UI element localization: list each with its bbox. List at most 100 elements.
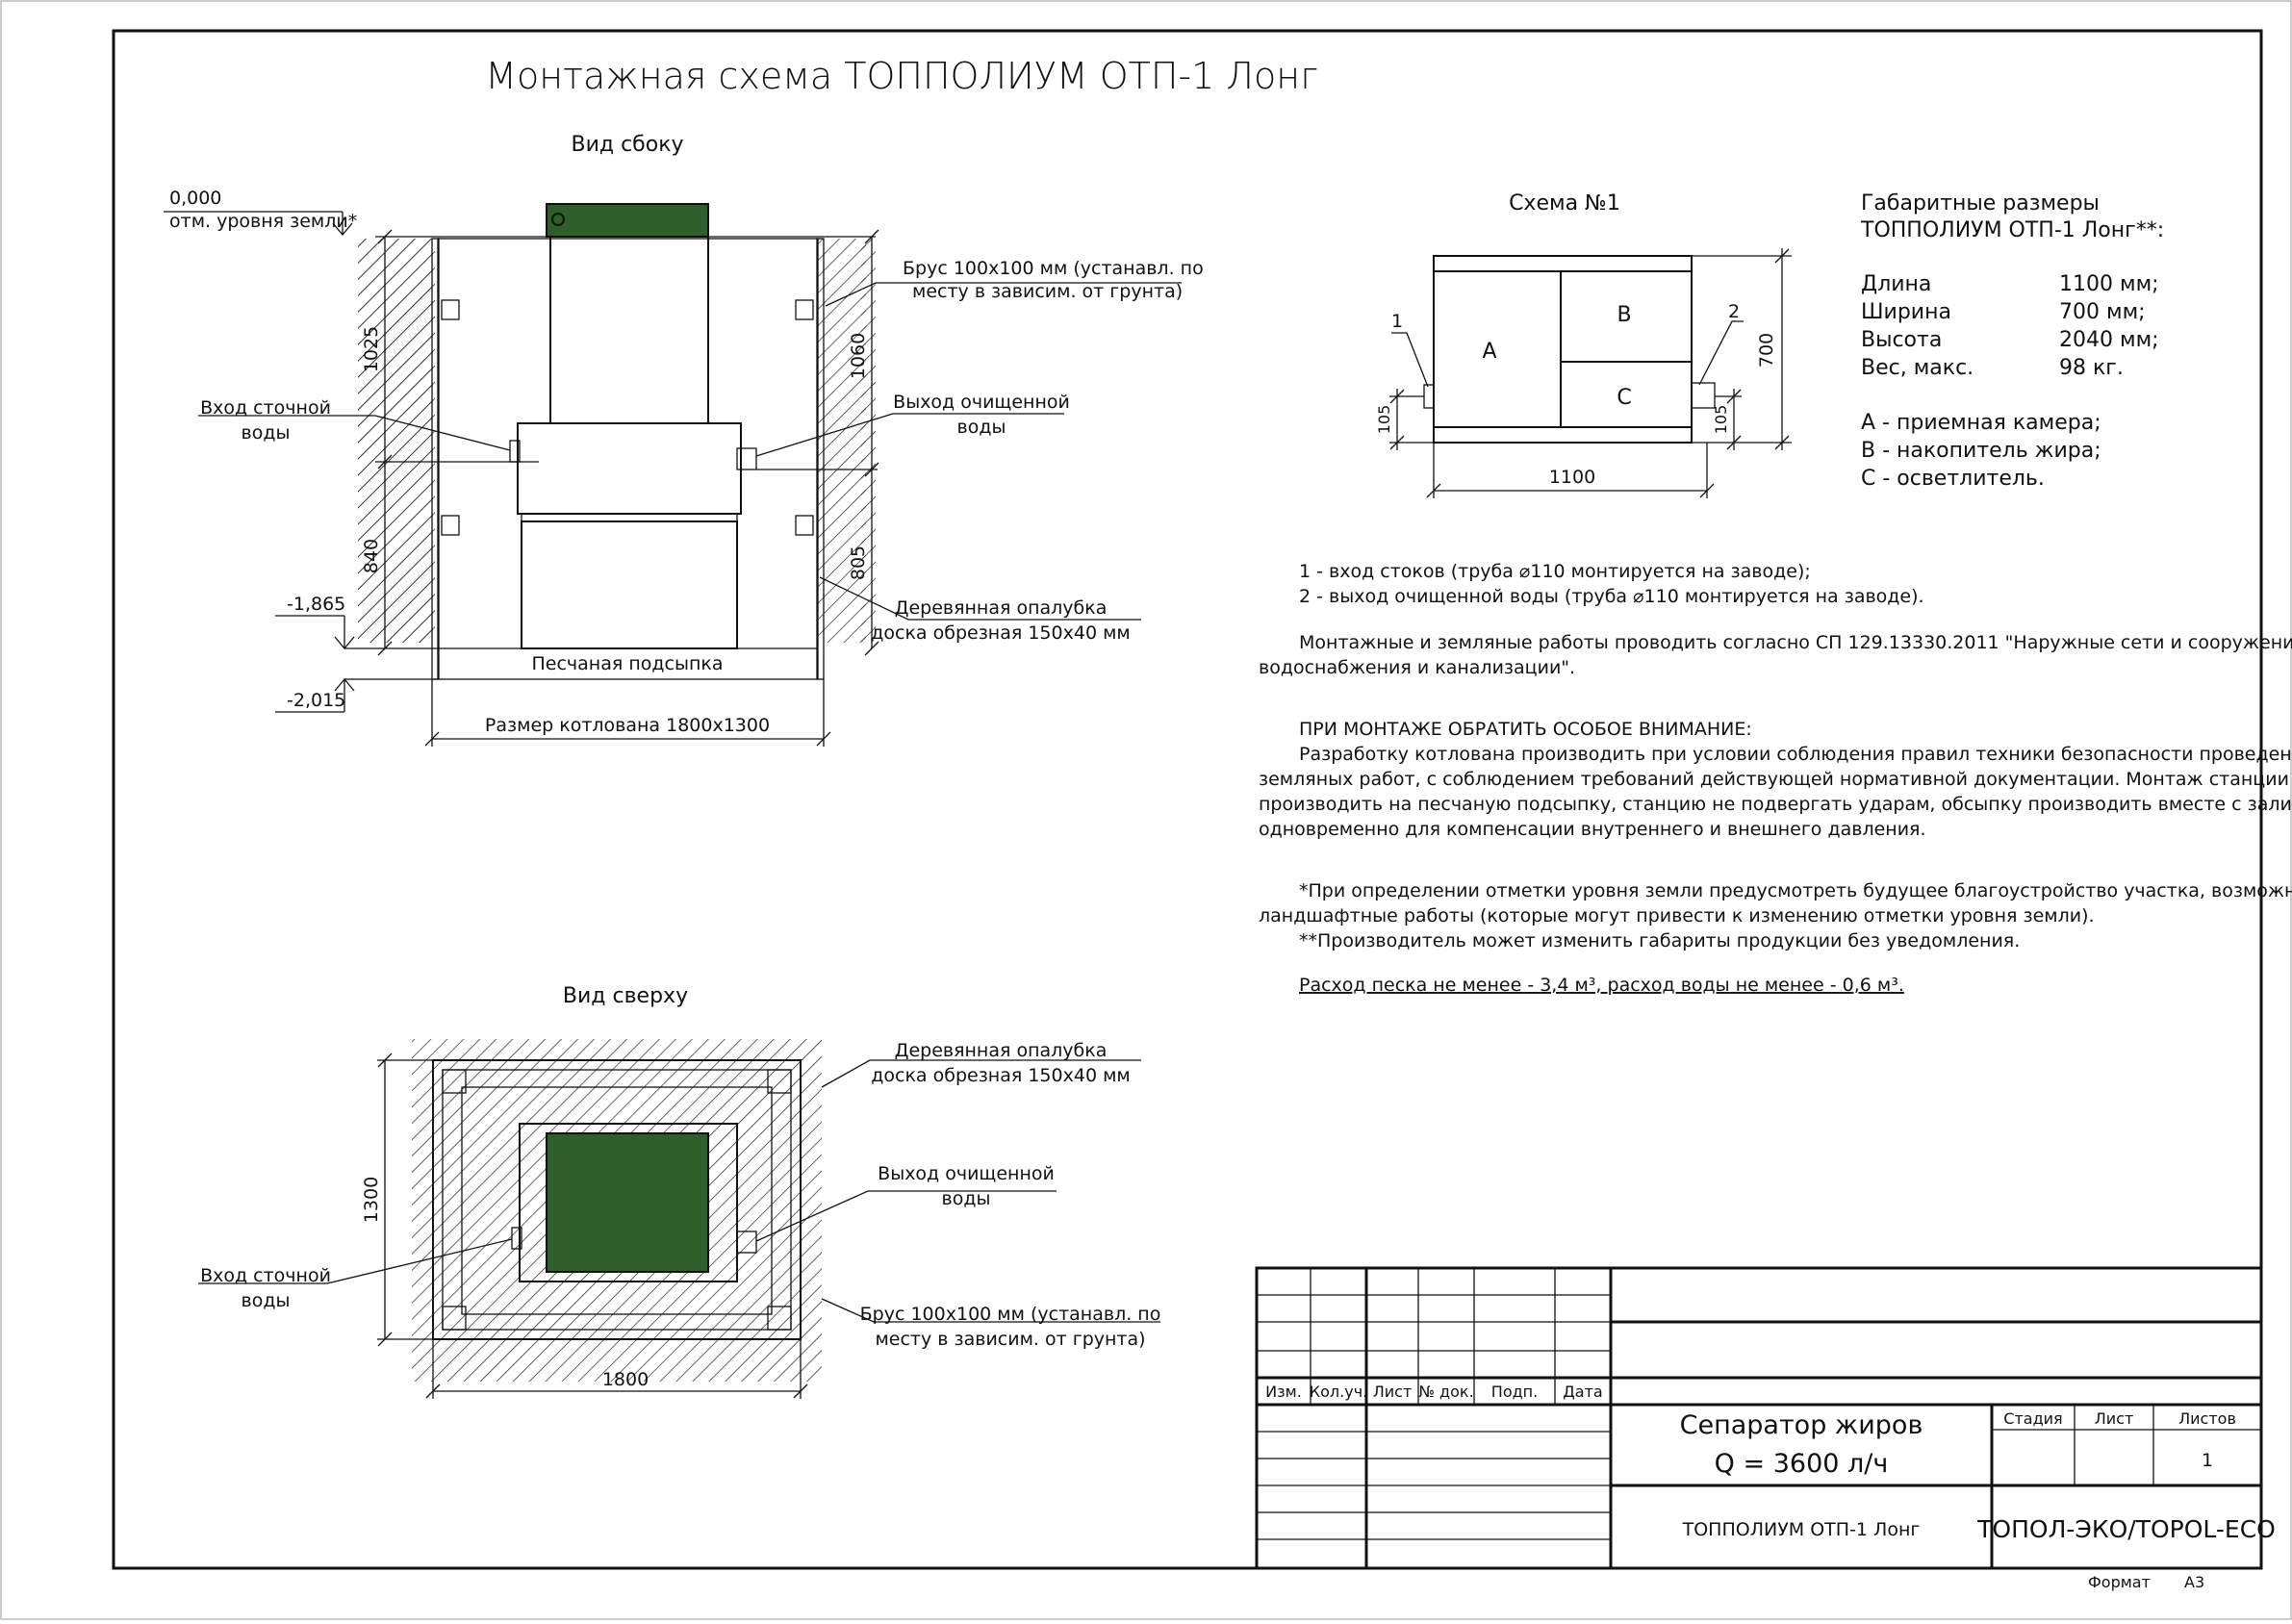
- beam-1: [441, 299, 460, 320]
- station-lid: [546, 203, 709, 238]
- attention-line-3: производить на песчаную подсыпку, станци…: [1259, 794, 2292, 815]
- footnote-1a: *При определении отметки уровня земли пр…: [1299, 880, 2292, 901]
- top-view: Вид сверху 1300 1800 Деревянная опалубка…: [198, 984, 1160, 1399]
- formwork-right: [816, 238, 825, 680]
- dim-row-label: Длина: [1861, 272, 1931, 296]
- side-view: Вид сбоку 0,000: [164, 133, 1204, 747]
- top-inlet-pipe: [511, 1227, 522, 1250]
- dim-row-value: 2040 мм;: [2059, 328, 2159, 352]
- scheme-tank: [1433, 255, 1693, 444]
- beam-label-2: месту в зависим. от грунта): [912, 281, 1183, 302]
- station-neck: [549, 234, 709, 424]
- outlet-label-1: Выход очищенной: [893, 392, 1070, 413]
- legend-c: C - осветлитель.: [1861, 467, 2045, 491]
- top-beam-label-2: месту в зависим. от грунта): [875, 1329, 1145, 1350]
- ground-level-value: 0,000: [169, 188, 221, 209]
- top-dim-height: 1300: [361, 1177, 382, 1223]
- scheme-pipe-1-label: 1: [1391, 311, 1403, 332]
- beam-2: [795, 299, 814, 320]
- scheme-1: Схема №1 A B C 1 2 700 105 105: [1375, 191, 1792, 498]
- dim-row-value: 1100 мм;: [2059, 272, 2159, 296]
- dimensions-title-2: ТОППОЛИУМ ОТП-1 Лонг**:: [1860, 218, 2164, 242]
- outlet-label-2: воды: [957, 417, 1006, 438]
- level-2: -2,015: [287, 690, 345, 711]
- product-line-1: Сепаратор жиров: [1680, 1410, 1923, 1440]
- scheme-dim-pipe-right: 105: [1712, 405, 1730, 435]
- beam-label-1: Брус 100х100 мм (устанавл. по: [903, 258, 1204, 279]
- legend-a: A - приемная камера;: [1861, 411, 2101, 435]
- level-1: -1,865: [287, 594, 345, 615]
- legend-b: B - накопитель жира;: [1861, 439, 2101, 463]
- scheme-pipe-2: [1691, 382, 1716, 409]
- attention-line-1: Разработку котлована производить при усл…: [1299, 744, 2292, 765]
- top-station-lid: [546, 1132, 709, 1273]
- top-pit: [432, 1059, 802, 1340]
- chamber-b: B: [1617, 303, 1631, 327]
- dim-left-bottom: 840: [361, 539, 382, 573]
- col-header: Изм.: [1265, 1383, 1302, 1401]
- note-works-2: водоснабжения и канализации".: [1259, 657, 1575, 678]
- sheet-header: Лист: [2095, 1409, 2134, 1428]
- lid-lock-icon: [551, 213, 565, 226]
- top-outlet-label-2: воды: [942, 1188, 991, 1209]
- formwork-label-1: Деревянная опалубка: [895, 597, 1108, 619]
- scheme-dim-pipe-left: 105: [1375, 405, 1393, 435]
- format-value: А3: [2184, 1573, 2204, 1591]
- col-header: Дата: [1563, 1383, 1602, 1401]
- inner-frame: [112, 29, 2263, 1570]
- top-dim-width: 1800: [602, 1369, 649, 1390]
- sand-backfill: [437, 238, 819, 680]
- consumption-note: Расход песка не менее - 3,4 м³, расход в…: [1299, 975, 1904, 996]
- side-view-title: Вид сбоку: [571, 133, 683, 157]
- chamber-c: C: [1617, 386, 1631, 410]
- note-works-1: Монтажные и земляные работы проводить со…: [1299, 632, 2292, 653]
- dim-right-bottom: 805: [848, 546, 869, 580]
- overall-dimensions: Габаритные размеры ТОППОЛИУМ ОТП-1 Лонг*…: [1860, 191, 2164, 491]
- scheme-pipe-2-label: 2: [1728, 301, 1740, 322]
- col-header: Лист: [1373, 1383, 1413, 1401]
- beam-4: [795, 515, 814, 536]
- scheme-dim-height: 700: [1756, 333, 1777, 368]
- top-formwork: [442, 1069, 792, 1331]
- dim-row-label: Ширина: [1861, 300, 1951, 324]
- pit-size-label: Размер котлована 1800х1300: [485, 715, 770, 736]
- top-inlet-label-2: воды: [242, 1290, 291, 1311]
- model-name: ТОППОЛИУМ ОТП-1 Лонг: [1682, 1519, 1921, 1540]
- note-pipe-2: 2 - выход очищенной воды (труба ⌀110 мон…: [1299, 586, 1924, 607]
- top-formwork-label-1: Деревянная опалубка: [895, 1040, 1108, 1061]
- col-header: Подп.: [1491, 1383, 1538, 1401]
- footnote-2: **Производитель может изменить габариты …: [1299, 930, 2020, 952]
- dim-left-top: 1025: [361, 326, 382, 372]
- attention-title: ПРИ МОНТАЖЕ ОБРАТИТЬ ОСОБОЕ ВНИМАНИЕ:: [1299, 719, 1752, 740]
- top-outlet-label-1: Выход очищенной: [878, 1163, 1055, 1184]
- scheme-title: Схема №1: [1509, 191, 1620, 216]
- drawing-title: Монтажная схема ТОППОЛИУМ ОТП-1 Лонг: [485, 55, 1317, 97]
- top-station-body: [519, 1123, 738, 1282]
- scheme-dim-width: 1100: [1549, 467, 1595, 488]
- top-view-title: Вид сверху: [563, 984, 688, 1008]
- top-beam-label-1: Брус 100х100 мм (устанавл. по: [860, 1304, 1161, 1325]
- inlet-label-1: Вход сточной: [200, 397, 331, 419]
- dim-row-label: Вес, макс.: [1861, 356, 1974, 380]
- inlet-label-2: воды: [242, 422, 291, 444]
- stage-header: Стадия: [2003, 1409, 2062, 1428]
- note-pipe-1: 1 - вход стоков (труба ⌀110 монтируется …: [1299, 561, 1811, 582]
- attention-line-4: одновременно для компенсации внутреннего…: [1259, 819, 1926, 840]
- dim-row-label: Высота: [1861, 328, 1942, 352]
- top-sand: [461, 1086, 773, 1315]
- formwork-label-2: доска обрезная 150х40 мм: [871, 622, 1131, 644]
- ground-level-label: отм. уровня земли*: [169, 211, 357, 232]
- product-line-2: Q = 3600 л/ч: [1715, 1449, 1889, 1479]
- dimensions-title-1: Габаритные размеры: [1861, 191, 2100, 216]
- scheme-pipe-1: [1423, 384, 1435, 409]
- station-upper: [517, 422, 742, 515]
- top-inlet-label-1: Вход сточной: [200, 1265, 331, 1286]
- sheets-header: Листов: [2178, 1409, 2236, 1428]
- beam-3: [441, 515, 460, 536]
- attention-line-2: земляных работ, с соблюдением требований…: [1259, 769, 2289, 790]
- format-label: Формат: [2088, 1573, 2151, 1591]
- dim-row-value: 700 мм;: [2059, 300, 2146, 324]
